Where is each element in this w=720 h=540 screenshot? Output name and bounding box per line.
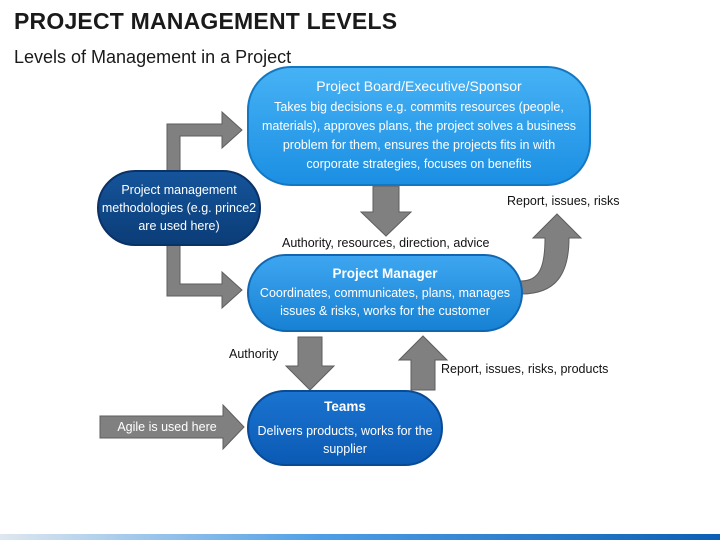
arrow-board-to-pm bbox=[359, 185, 413, 237]
methodology-description: Project management methodologies (e.g. p… bbox=[101, 183, 257, 233]
arrow-teams-to-pm bbox=[397, 335, 449, 391]
methodology-node: Project management methodologies (e.g. p… bbox=[97, 170, 261, 246]
agile-label: Agile is used here bbox=[117, 420, 217, 434]
arrow-pm-to-report bbox=[520, 213, 583, 295]
arrow-pm-to-teams bbox=[284, 336, 336, 391]
arrow-method-to-pm bbox=[166, 243, 243, 310]
project-manager-node: Project Manager Coordinates, communicate… bbox=[247, 254, 523, 332]
board-to-pm-label: Authority, resources, direction, advice bbox=[282, 236, 490, 250]
board-title: Project Board/Executive/Sponsor bbox=[316, 78, 522, 94]
arrow-method-to-board bbox=[166, 110, 243, 173]
slide-subtitle: Levels of Management in a Project bbox=[14, 47, 292, 67]
board-node: Project Board/Executive/Sponsor Takes bi… bbox=[247, 66, 591, 186]
teams-to-pm-label: Report, issues, risks, products bbox=[441, 362, 609, 376]
pm-to-teams-label: Authority bbox=[229, 347, 279, 361]
teams-title: Teams bbox=[324, 398, 366, 414]
project-manager-description: Coordinates, communicates, plans, manage… bbox=[259, 286, 511, 318]
teams-description: Delivers products, works for the supplie… bbox=[257, 423, 433, 456]
board-description: Takes big decisions e.g. commits resourc… bbox=[261, 100, 577, 171]
slide-title: PROJECT MANAGEMENT LEVELS bbox=[14, 8, 398, 34]
project-manager-title: Project Manager bbox=[332, 266, 438, 281]
footer-bar bbox=[0, 534, 720, 540]
pm-to-board-label: Report, issues, risks bbox=[507, 194, 620, 208]
teams-node: Teams Delivers products, works for the s… bbox=[247, 390, 443, 466]
arrow-agile-to-teams bbox=[99, 403, 245, 451]
